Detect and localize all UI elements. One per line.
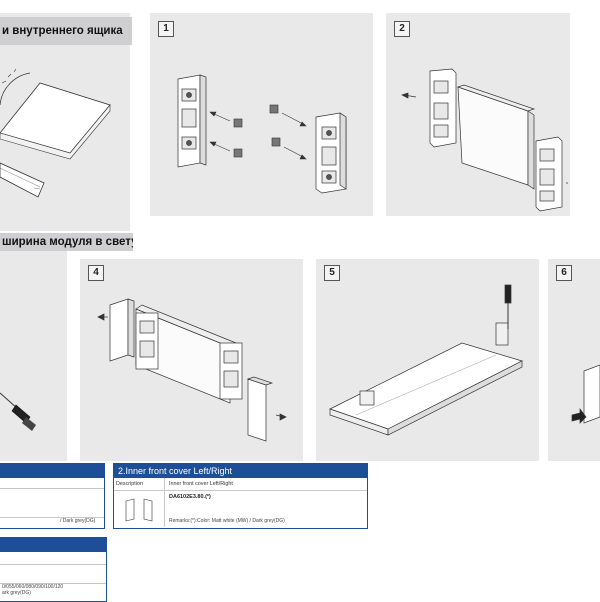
cover-thumbnails [114,491,165,527]
step-3-panel [0,233,67,461]
bottom-remark: ark grey(DG) [2,590,31,596]
drawer-side-illustration [0,68,111,198]
module-width-caption: ширина модуля в свету [0,233,133,251]
inner-front-cover-table: 2.Inner front cover Left/Right Descripti… [113,463,368,529]
step-5-illustration [329,284,523,436]
step-number: 5 [324,265,340,281]
left-table-remark: / Dark grey(DG) [60,518,96,524]
step-number: 1 [158,21,174,37]
remarks: Remarks:(*):Color: Matt white (MW) / Dar… [169,518,285,524]
intro-caption: и внутреннего ящика [0,17,132,45]
step-number: 6 [556,265,572,281]
cover-parts-icon [125,498,153,522]
step-1-panel: 1 [150,13,373,216]
screwdriver-illustration [0,392,36,431]
step-number: 4 [88,265,104,281]
description-value: Inner front cover Left/Right [169,481,233,487]
step-6-panel: 6 [548,259,600,461]
step-2-panel: 2 [386,13,570,216]
part-code: DA6102E3.80.(*) [169,494,211,500]
description-header: Description [114,478,165,490]
step-number: 2 [394,21,410,37]
step-4-panel: 4 [80,259,303,461]
left-table-fragment: / Dark grey(DG) [0,463,105,529]
bottom-table-fragment: 0/055/060/080/090/100/120 ark grey(DG) [0,537,107,602]
step-2-illustration [401,68,568,212]
intro-panel: и внутреннего ящика [0,13,132,231]
step-5-panel: 5 [316,259,539,461]
table-title: 2.Inner front cover Left/Right [114,464,367,478]
size-list: 0/055/060/080/090/100/120 [2,584,64,590]
step-1-illustration [177,74,347,194]
step-6-illustration [571,364,600,424]
step-4-illustration [97,298,287,442]
